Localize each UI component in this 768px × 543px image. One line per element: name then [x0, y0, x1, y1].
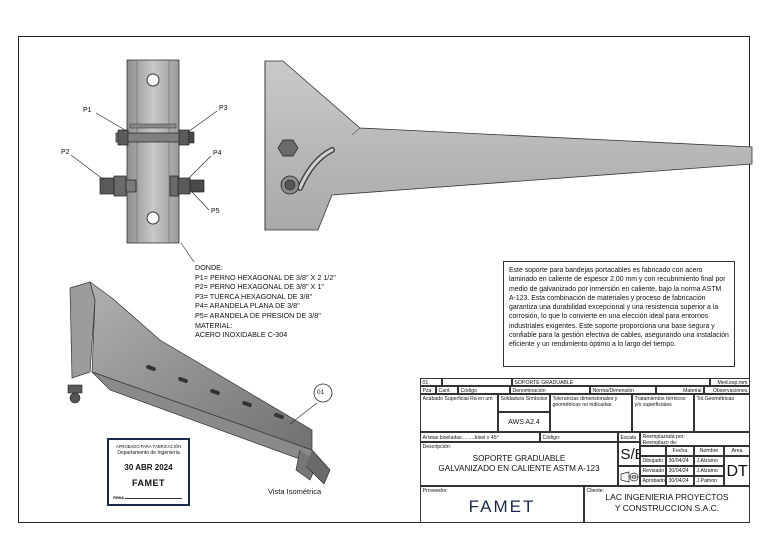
hdr-area: Area: [724, 446, 750, 456]
hdr-fecha: Fecha: [666, 446, 694, 456]
proveedor-cell: Proveedor: FAMET: [420, 486, 584, 523]
hdr-cant: Cant.: [436, 386, 458, 394]
stamp-line2: Departamento de Ingeniería: [117, 450, 180, 456]
stamp-date: 30 ABR 2024: [124, 463, 173, 472]
sig-date: 30/04/24: [666, 476, 694, 486]
note-line: P1= PERNO HEXAGONAL DE 3/8" X 2 1/2": [195, 272, 336, 282]
proveedor-label: Proveedor:: [422, 487, 448, 494]
projection-symbol: [618, 466, 640, 486]
reemplazo-de: Reemplazo de:: [642, 439, 678, 446]
signature-line: [125, 498, 182, 499]
reemplazos: Reemplazada por: Reemplazo de:: [640, 432, 750, 446]
escala-label: Escala: [618, 432, 640, 442]
hdr-nombre: Nombre: [694, 446, 724, 456]
sig-name: J.Alzamo: [694, 456, 724, 466]
approval-stamp: APROBADO PARA FABRICACIÓN Departamento d…: [107, 438, 190, 506]
tolerancias: Tolerancias dimensionales y geométricas …: [550, 394, 632, 432]
sig-name: J.Patnon: [694, 476, 724, 486]
hdr-codigo: Código: [458, 386, 510, 394]
front-view: [70, 59, 218, 263]
callout-p4: P4: [213, 150, 222, 157]
item-number: 01: [420, 378, 442, 386]
side-view: [264, 60, 753, 231]
title-block: 01 SOPORTE GRADUABLE Med.esp.mm Pza Cant…: [420, 378, 750, 523]
sig-name: J.Alzamo: [694, 466, 724, 476]
balloon-number: 01: [317, 389, 325, 396]
famet-logo: FAMET: [468, 496, 536, 516]
scale-value: S/E: [618, 442, 640, 466]
cliente-cell: Cliente: LAC INGENIERIA PROYECTOS Y CONS…: [584, 486, 750, 523]
tratamientos: Tratamientos térmicos y/o superficiales: [632, 394, 694, 432]
aristas-biseladas: Aristas biseladas.........bisel x 45°: [420, 432, 540, 442]
projection-icon: [620, 471, 639, 483]
note-line: P3= TUERCA HEXAGONAL DE 3/8": [195, 291, 312, 301]
callout-p5: P5: [211, 208, 220, 215]
reemplazada-por: Reemplazada por:: [642, 433, 685, 440]
hdr-material: Material: [656, 386, 704, 394]
material-label: MATERIAL:: [195, 320, 233, 330]
callout-p3: P3: [219, 105, 228, 112]
hdr-denominacion: Denominación: [510, 386, 590, 394]
hdr-norma: Norma/Dimensión: [590, 386, 656, 394]
sig-date: 30/04/24: [666, 456, 694, 466]
isometric-view: [67, 281, 333, 485]
drawing-sheet-border: [18, 36, 750, 523]
part-balloon: [313, 383, 333, 403]
cliente-label: Cliente:: [586, 487, 605, 494]
parts-notes: DONDE: P1= PERNO HEXAGONAL DE 3/8" X 2 1…: [195, 263, 336, 340]
stamp-line1: APROBADO PARA FABRICACIÓN: [115, 444, 182, 449]
description-area: Descripción: SOPORTE GRADUABLE GALVANIZA…: [420, 442, 618, 486]
sig-blank: [640, 446, 666, 456]
soldadura: Soldadura Símbolos: [498, 394, 550, 412]
callout-p2: P2: [61, 149, 70, 156]
units: Med.esp.mm: [710, 378, 750, 386]
material-value: ACERO INOXIDABLE C-304: [195, 330, 288, 340]
acabado-superficial: Acabado Superficial Ra en um: [420, 394, 498, 432]
sig-role: Revisado: [640, 466, 666, 476]
cliente-line1: LAC INGENIERIA PROYECTOS: [605, 491, 729, 502]
notes-heading: DONDE:: [195, 263, 223, 272]
sig-date: 30/04/24: [666, 466, 694, 476]
callout-p1: P1: [83, 107, 92, 114]
sig-role: Aprobado: [640, 476, 666, 486]
hdr-observaciones: Observaciones: [704, 386, 750, 394]
codigo-label: Código:: [540, 432, 618, 442]
hdr-pza: Pza: [420, 386, 436, 394]
note-line: P5= ARANDELA DE PRESION DE 3/8": [195, 310, 321, 320]
cliente-line2: Y CONSTRUCCION S.A.C.: [614, 502, 720, 513]
drawing-title-line1: SOPORTE GRADUABLE: [472, 453, 566, 463]
part-name: SOPORTE GRADUABLE: [512, 378, 710, 386]
weld-standard: AWS A2.4: [498, 412, 550, 432]
iso-view-label: Vista Isométrica: [268, 487, 322, 496]
note-line: P2= PERNO HEXAGONAL DE 3/8" X 1": [195, 282, 324, 292]
descripcion-label: Descripción:: [422, 443, 452, 450]
product-description: Este soporte para bandejas portacables e…: [503, 261, 735, 367]
drawing-title-line2: GALVANIZADO EN CALIENTE ASTM A-123: [438, 463, 600, 473]
tol-geometricas: Tol.Geométricas: [694, 394, 750, 432]
stamp-firma: FIRMA: [113, 496, 125, 500]
area-value: DT: [724, 456, 750, 486]
stamp-company: FAMET: [132, 478, 165, 488]
sig-role: Dibujado: [640, 456, 666, 466]
blank-cell: [442, 378, 512, 386]
note-line: P4= ARANDELA PLANA DE 3/8": [195, 301, 300, 311]
